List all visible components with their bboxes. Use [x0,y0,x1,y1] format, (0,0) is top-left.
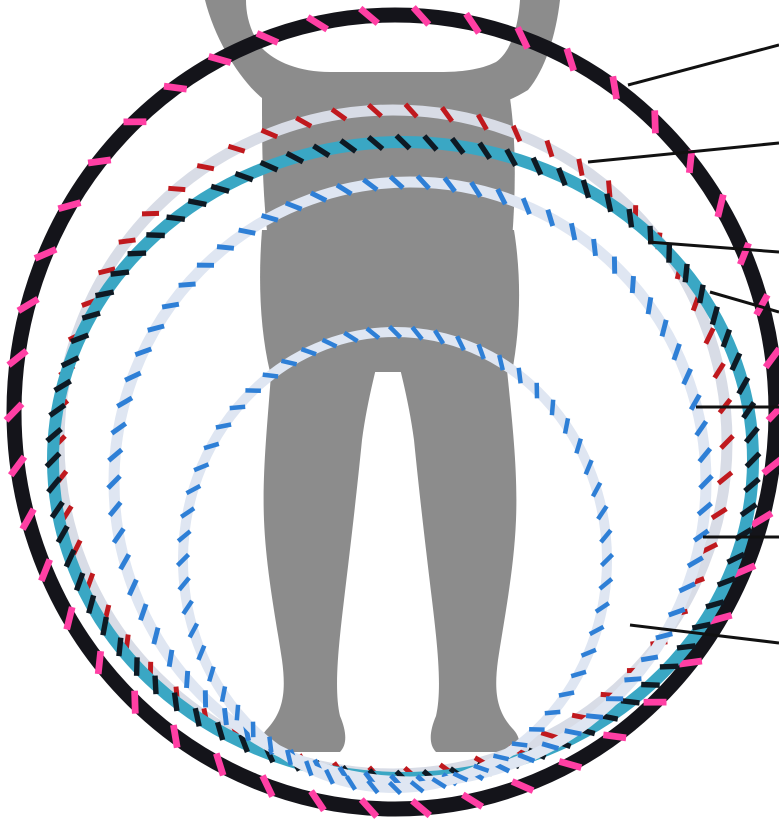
hoop-red-silver-stripe [142,213,159,214]
hoop-teal-black-stripe [146,235,165,236]
hoop-teal-black-stripe [700,285,703,303]
hoop-red-silver-stripe [579,159,582,176]
hoop-blue-silver-large-stripe [624,679,641,680]
hoop-red-silver-stripe [168,188,185,189]
hoop-blue-silver-large-stripe [169,650,172,667]
hoop-teal-black-stripe [137,657,138,676]
hoop-blue-silver-small-stripe [552,400,553,416]
hoop-teal-black-stripe [195,708,199,726]
hoop-black-pink-stripe [603,735,626,738]
hoop-teal-black-stripe [188,201,206,205]
hoop-blue-silver-large-stripe [225,708,227,725]
hoop-black-pink-stripe [88,160,111,163]
hoop-teal-black-stripe [629,209,631,227]
hoop-blue-silver-small-stripe [230,407,246,408]
hoop-blue-silver-large-stripe [239,230,256,233]
hoop-blue-silver-small-stripe [565,418,568,433]
hoop-red-silver-stripe [197,166,214,169]
hoop-blue-silver-large-stripe [187,671,188,688]
hoop-blue-silver-large-stripe [571,223,574,240]
hoop-teal-black-stripe [111,272,129,274]
hoop-blue-silver-small-stripe [263,375,278,377]
hoop-black-pink-stripe [679,661,702,664]
hoop-blue-silver-large-stripe [217,247,234,249]
hoop-black-pink-stripe [613,76,617,99]
hoop-blue-silver-large-stripe [641,657,658,660]
hoop-teal-black-stripe [103,617,106,635]
hoop-blue-silver-small-stripe [216,425,231,428]
hoop-blue-silver-small-stripe [269,737,271,753]
hoop-blue-silver-small-stripe [559,693,574,696]
hoop-teal-black-stripe [175,693,177,711]
hoop-teal-black-stripe [685,264,687,282]
hoop-red-silver-stripe [119,240,136,242]
hoop-teal-black-stripe [119,638,121,656]
hoop-blue-silver-large-stripe [162,304,179,307]
hoop-teal-black-stripe [669,244,670,263]
hoop-blue-silver-large-stripe [594,239,596,256]
hoop-black-pink-stripe [135,691,136,714]
hoop-teal-black-stripe [692,624,710,628]
hoop-teal-black-stripe [167,217,185,219]
hoop-teal-black-stripe [607,194,611,212]
hoop-blue-silver-small-stripe [519,368,521,384]
hoop-teal-black-stripe [621,701,639,703]
hoop-teal-black-stripe [96,292,114,296]
hoop-teal-black-stripe [128,253,147,254]
hoop-blue-silver-small-stripe [237,705,238,721]
hoop-blue-silver-large-stripe [179,284,196,285]
hoop-blue-silver-small-stripe [512,744,527,746]
hoop-black-pink-stripe [689,150,692,173]
hoop-blue-silver-small-stripe [222,686,225,701]
hoop-blue-silver-small-stripe [545,712,561,713]
hoop-black-pink-stripe [655,110,656,133]
hoop-teal-black-stripe [155,676,156,695]
hoop-blue-silver-large-stripe [565,731,582,734]
hoop-blue-silver-large-stripe [648,297,651,314]
hoop-blue-silver-large-stripe [586,716,603,718]
hoop-teal-black-stripe [641,685,660,686]
hoop-black-pink-stripe [164,86,187,89]
hoop-blue-silver-large-stripe [632,276,633,293]
hoop-teal-black-stripe [660,666,679,667]
hoop-teal-black-stripe [677,646,695,648]
hoop-black-pink-stripe [173,725,177,748]
hoop-black-pink-stripe [98,651,101,674]
